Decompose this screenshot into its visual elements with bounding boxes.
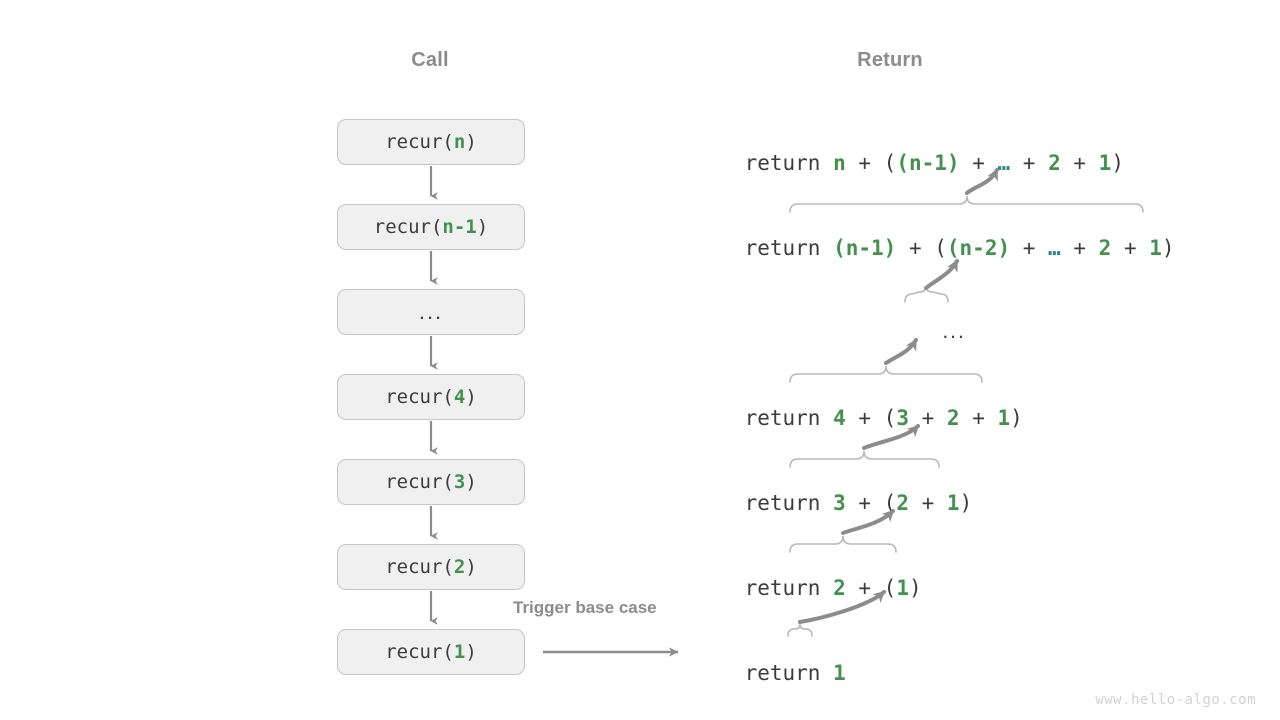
call-suffix: ) xyxy=(465,471,477,493)
return-keyword: return xyxy=(744,661,821,685)
call-prefix: recur( xyxy=(385,641,454,663)
brace-level-4 xyxy=(789,365,983,383)
column-heading-return: Return xyxy=(857,49,923,71)
call-arg: n xyxy=(453,131,466,153)
call-text: recur(3) xyxy=(385,471,477,493)
return-expression: n + ((n-1) + … + 2 + 1) xyxy=(833,151,1124,175)
call-suffix: ) xyxy=(465,556,477,578)
return-space xyxy=(820,491,833,515)
call-prefix: recur( xyxy=(385,131,454,153)
return-keyword: return xyxy=(744,576,821,600)
return-space xyxy=(820,236,833,260)
call-suffix: ) xyxy=(465,131,477,153)
call-text: recur(2) xyxy=(385,556,477,578)
return-space xyxy=(820,151,833,175)
call-arg: 1 xyxy=(453,641,466,663)
watermark: www.hello-algo.com xyxy=(1095,692,1256,708)
return-line-3: return 3 + (2 + 1) xyxy=(694,472,973,535)
return-keyword: return xyxy=(744,491,821,515)
call-text: recur(1) xyxy=(385,641,477,663)
return-expression: 2 + (1) xyxy=(833,576,922,600)
return-line-n-1: return (n-1) + ((n-2) + … + 2 + 1) xyxy=(694,217,1175,280)
call-arg: 3 xyxy=(453,471,466,493)
return-expression: 4 + (3 + 2 + 1) xyxy=(833,406,1023,430)
call-suffix: ) xyxy=(465,641,477,663)
call-text: recur(4) xyxy=(385,386,477,408)
call-box-ellipsis: ... xyxy=(337,289,525,335)
call-box-recur-1: recur(1) xyxy=(337,629,525,675)
call-arg: ... xyxy=(418,299,444,324)
call-box-recur-n: recur(n) xyxy=(337,119,525,165)
return-expression: (n-1) + ((n-2) + … + 2 + 1) xyxy=(833,236,1175,260)
call-prefix: recur( xyxy=(385,386,454,408)
call-box-recur-3: recur(3) xyxy=(337,459,525,505)
call-arg: 2 xyxy=(453,556,466,578)
return-keyword: return xyxy=(744,236,821,260)
return-line-4: return 4 + (3 + 2 + 1) xyxy=(694,387,1023,450)
call-text: recur(n-1) xyxy=(374,216,488,238)
return-line-2: return 2 + (1) xyxy=(694,557,922,620)
call-arg: 4 xyxy=(453,386,466,408)
call-prefix: recur( xyxy=(385,471,454,493)
call-prefix: recur( xyxy=(373,216,443,238)
call-suffix: ) xyxy=(476,216,489,238)
brace-base-case xyxy=(787,623,813,637)
return-space xyxy=(820,406,833,430)
call-box-recur-4: recur(4) xyxy=(337,374,525,420)
brace-level-2 xyxy=(789,195,1144,213)
trigger-base-case-label: Trigger base case xyxy=(513,598,657,617)
return-space xyxy=(820,576,833,600)
call-arg: n-1 xyxy=(442,216,477,238)
return-line-n: return n + ((n-1) + … + 2 + 1) xyxy=(694,132,1124,195)
call-prefix: recur( xyxy=(385,556,454,578)
call-suffix: ) xyxy=(465,386,477,408)
return-keyword: return xyxy=(744,151,821,175)
return-keyword: return xyxy=(744,406,821,430)
brace-level-2b xyxy=(789,535,897,553)
call-text: recur(n) xyxy=(385,131,477,153)
return-expression: 1 xyxy=(833,661,846,685)
return-space xyxy=(820,661,833,685)
return-expression: 3 + (2 + 1) xyxy=(833,491,973,515)
return-line-1: return 1 xyxy=(694,642,846,705)
column-heading-call: Call xyxy=(411,49,449,71)
brace-level-3 xyxy=(789,450,940,468)
call-box-recur-2: recur(2) xyxy=(337,544,525,590)
return-line-ellipsis: ... xyxy=(911,300,966,363)
return-expression: ... xyxy=(942,320,966,343)
call-box-recur-n-1: recur(n-1) xyxy=(337,204,525,250)
